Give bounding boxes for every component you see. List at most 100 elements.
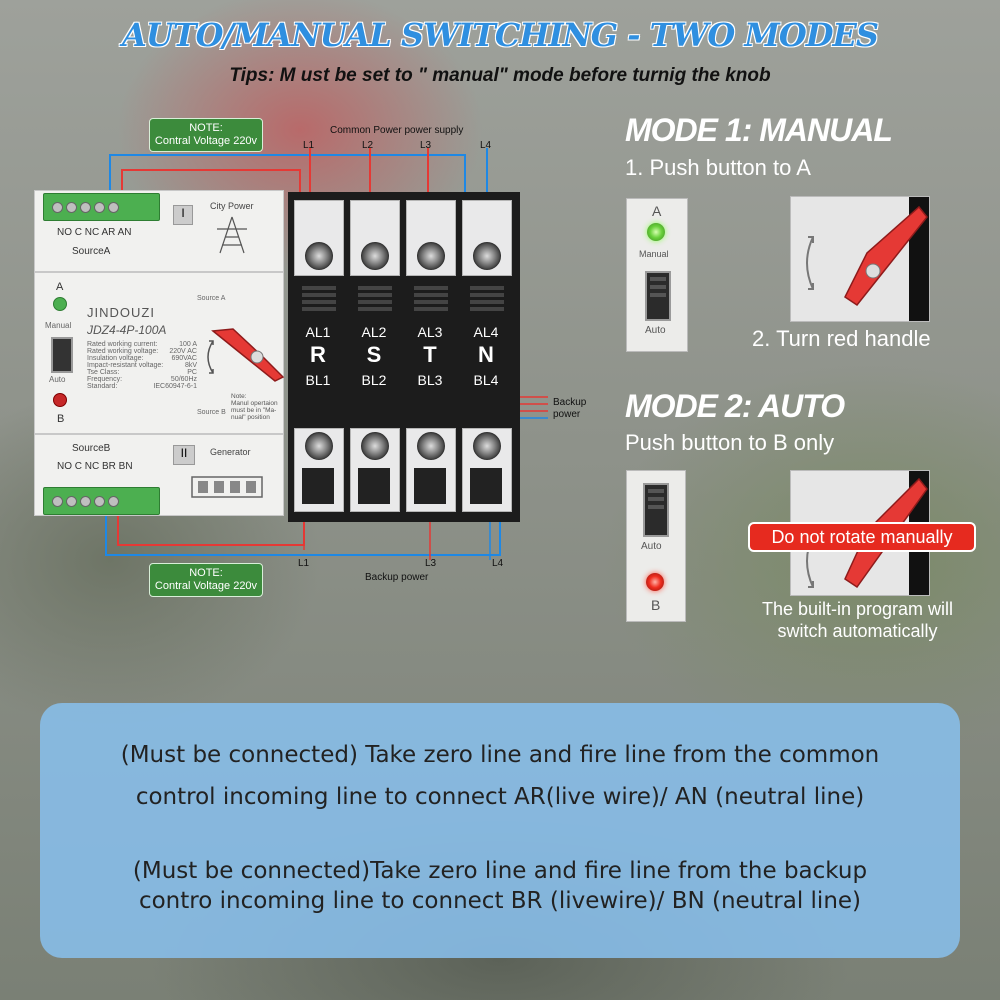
line-label-l3: L3 [420, 140, 432, 151]
pole-window-2 [358, 468, 390, 504]
spec-value: 690VAC [171, 355, 197, 362]
terminal-screws-a [52, 202, 119, 213]
info-box: (Must be connected) Take zero line and f… [40, 703, 960, 958]
spec-key: Rated working voltage: [87, 348, 159, 355]
terminal-screw-bottom-4 [473, 432, 501, 460]
note-top: NOTE: Contral Voltage 220v [149, 118, 263, 152]
note-small-l2: Manul opertaion [231, 400, 278, 407]
manual-label-small: Manual [45, 321, 72, 330]
pole-section: AL1 AL2 AL3 AL4 R S T N BL1 BL2 BL3 BL4 [288, 192, 520, 522]
spec-value: 8kV [184, 362, 197, 369]
mode1-panel-a-label: A [652, 203, 662, 219]
note-top-label: NOTE: [189, 122, 223, 134]
pole-window-1 [302, 468, 334, 504]
terminal-block-b [43, 487, 160, 515]
line-label-l1: L1 [303, 140, 315, 151]
mode2-switch-panel: Auto B [626, 470, 686, 622]
source-b-small-label: Source B [197, 409, 226, 416]
pole-2-letter: S [366, 342, 382, 367]
terminal-screw-bottom-3 [417, 432, 445, 460]
pole-window-3 [414, 468, 446, 504]
mode2-step: Push button to B only [625, 430, 835, 455]
pole-3-bottom-label: BL3 [417, 372, 443, 388]
pole-1-letter: R [310, 342, 326, 367]
pole-3-top-label: AL3 [417, 324, 443, 340]
vent-grilles [302, 286, 504, 311]
mode1-heading: MODE 1: MANUAL [625, 112, 893, 148]
red-handle[interactable] [205, 323, 295, 393]
wiring-diagram: NOTE: Contral Voltage 220v NOTE: Contral… [0, 0, 620, 620]
terminal-b-label: NO C NC BR BN [57, 461, 133, 472]
mode2-heading: MODE 2: AUTO [625, 388, 845, 424]
mode1-switch-panel: A Manual Auto [626, 198, 688, 352]
pole-1-bottom-label: BL1 [305, 372, 331, 388]
terminal-screw-bottom-2 [361, 432, 389, 460]
brand-label: JINDOUZI [87, 305, 155, 320]
bottom-line-label-l4: L4 [492, 558, 504, 569]
mode-switch[interactable] [51, 337, 73, 373]
mode2-panel-b-label: B [651, 597, 661, 613]
led-b-red [53, 393, 67, 407]
note-small-l3: must be in "Ma- [231, 407, 277, 414]
note-bottom: NOTE: Contral Voltage 220v [149, 563, 263, 597]
spec-value: IEC60947-6-1 [153, 383, 197, 390]
spec-value: 220V AC [169, 348, 197, 355]
warning-badge: Do not rotate manually [748, 522, 976, 552]
spec-value: 100 A [179, 341, 197, 348]
terminal-screw-top-4 [473, 242, 501, 270]
mode2-note-line2: switch automatically [777, 621, 938, 641]
pole-window-4 [470, 468, 502, 504]
backup-power-side-label: Backup power [553, 397, 586, 421]
source-b-label: SourceB [72, 443, 111, 454]
source-b-module: SourceB NO C NC BR BN II Generator [34, 434, 284, 516]
mode1-step2: 2. Turn red handle [752, 326, 931, 351]
line-label-l2: L2 [362, 140, 374, 151]
mode1-handle-panel [790, 196, 930, 322]
source-a-module: NO C NC AR AN SourceA I City Power [34, 190, 284, 272]
rotate-arrow-icon [207, 340, 214, 374]
model-label: JDZ4-4P-100A [87, 323, 167, 337]
bottom-line-label-l1: L1 [298, 558, 310, 569]
spec-key: Rated working current: [87, 341, 158, 348]
auto-label-small: Auto [49, 375, 66, 384]
city-power-label: City Power [210, 201, 254, 211]
roman-2-badge: II [173, 445, 195, 465]
spec-value: 50/60Hz [170, 376, 197, 383]
page-title: AUTO/MANUAL SWITCHING - TWO MODES [122, 16, 879, 54]
note-small-l1: Note: [231, 393, 247, 400]
mode2-toggle[interactable] [643, 483, 669, 537]
mode1-toggle[interactable] [645, 271, 671, 321]
terminal-a-label: NO C NC AR AN [57, 227, 132, 238]
spec-table: Rated working current: 100 A Rated workin… [87, 341, 197, 390]
terminal-screw-top-3 [417, 242, 445, 270]
bottom-line-label-l3: L3 [425, 558, 437, 569]
manual-note-small: Note: Manul opertaion must be in "Ma- nu… [231, 393, 278, 421]
terminal-screw-top-1 [305, 242, 333, 270]
info-para1-line1: (Must be connected) Take zero line and f… [120, 742, 880, 768]
mode1-red-handle[interactable] [827, 203, 937, 313]
backup-power-side-line1: Backup [553, 397, 587, 408]
mode2-panel-auto-label: Auto [641, 541, 662, 552]
backup-power-label: Backup power [365, 572, 429, 583]
controller-body: A Manual Auto B JINDOUZI JDZ4-4P-100A So… [34, 272, 285, 434]
generator-icon [191, 476, 263, 498]
note-top-voltage: Contral Voltage 220v [154, 135, 258, 147]
terminal-screw-top-2 [361, 242, 389, 270]
pole-4-letter: N [478, 342, 494, 367]
note-small-l4: nual" position [231, 414, 270, 421]
backup-power-side-line2: power [553, 409, 581, 420]
pole-4-bottom-label: BL4 [473, 372, 499, 388]
mode1-panel-manual-label: Manual [639, 249, 669, 259]
led-a-label: A [56, 281, 64, 293]
source-a-small-label: Source A [197, 295, 226, 302]
info-para2-line2: contro incoming line to connect BR (live… [138, 888, 862, 914]
roman-1: I [181, 206, 185, 220]
pole-1-top-label: AL1 [305, 324, 331, 340]
led-b-label: B [57, 413, 65, 425]
tips-text: Tips: M ust be set to " manual" mode bef… [229, 65, 771, 86]
roman-2: II [180, 446, 188, 460]
mode2-led-red [646, 573, 664, 591]
spec-key: Standard: [87, 383, 118, 390]
mode2-auto-note: The built-in program will switch automat… [735, 598, 980, 642]
terminal-screws-b [52, 496, 119, 507]
